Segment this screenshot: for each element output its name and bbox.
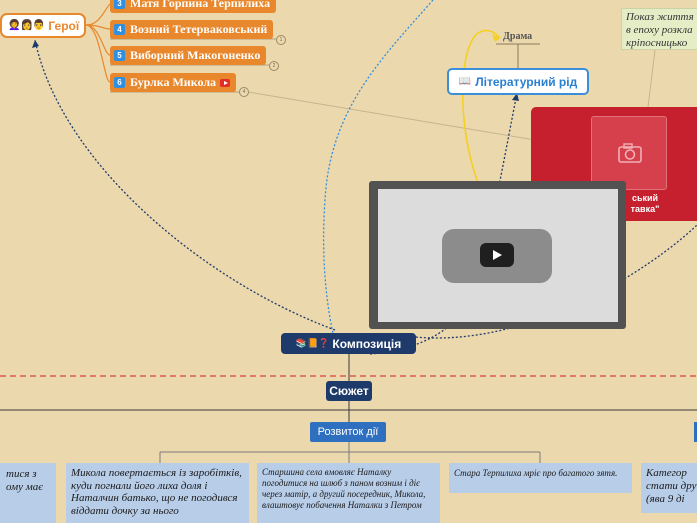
people-icon: 👩‍🦱👩👨 <box>8 20 46 31</box>
plot-card[interactable]: Стара Терпилиха мріє про багатого зятя. <box>449 463 632 493</box>
character-name: Бурлка Микола <box>130 75 217 89</box>
character-node-3[interactable]: 3 Матя Горпина Терпилиха <box>110 0 277 13</box>
card-line: стати дру <box>646 480 697 492</box>
plot-node[interactable]: Сюжет <box>326 381 372 401</box>
image-card-caption: ський тавка" <box>600 193 670 215</box>
number-6-icon: 6 <box>114 77 125 88</box>
composition-node[interactable]: 📚📙❓ Композиція <box>281 333 416 354</box>
plot-card[interactable]: Микола повертається із заробітків, куди … <box>66 463 249 523</box>
literary-genre-label: Літературний рід <box>475 74 578 89</box>
youtube-icon[interactable] <box>220 78 231 87</box>
number-4-icon: 4 <box>114 24 125 35</box>
books-icon: 📚📙❓ <box>295 338 330 348</box>
character-node-6[interactable]: 6 Бурлка Микола <box>110 73 237 92</box>
offscreen-node-edge[interactable] <box>694 422 697 442</box>
caption-line: ський <box>631 193 659 203</box>
card-line: Категор <box>646 467 687 479</box>
plot-card[interactable]: Категор стати дру (ява 9 ді <box>641 463 697 513</box>
camera-icon <box>618 143 642 163</box>
note-line: в епоху розкла <box>626 24 693 36</box>
literary-genre-node[interactable]: 📖 Літературний рід <box>447 68 589 95</box>
note-line: Показ життя <box>626 11 694 23</box>
character-node-5[interactable]: 5 Виборний Макогоненко <box>110 46 267 65</box>
number-5-icon: 5 <box>114 50 125 61</box>
composition-label: Композиція <box>332 336 402 351</box>
note-box[interactable]: Показ життя в епоху розкла кріпосницько <box>621 8 697 50</box>
development-node[interactable]: Розвиток дії <box>310 422 386 442</box>
collapsed-count-badge[interactable]: 1 <box>276 35 286 45</box>
drama-label[interactable]: Драма <box>503 31 533 42</box>
image-placeholder <box>591 116 667 190</box>
plot-card[interactable]: тися з ому має <box>0 463 56 523</box>
heroes-node[interactable]: 👩‍🦱👩👨 Герої <box>0 13 86 38</box>
character-name: Возний Тетерваковський <box>130 22 268 36</box>
number-3-icon: 3 <box>114 0 125 9</box>
plot-card[interactable]: Старшина села вмовляє Наталку погодитися… <box>257 463 440 523</box>
book-icon: 📖 <box>458 76 472 87</box>
collapsed-count-badge[interactable]: 2 <box>269 61 279 71</box>
character-name: Виборний Макогоненко <box>130 48 261 62</box>
youtube-play-icon[interactable] <box>480 243 514 267</box>
heroes-label: Герої <box>48 18 80 33</box>
caption-line: тавка" <box>630 204 660 214</box>
character-name: Матя Горпина Терпилиха <box>130 0 271 10</box>
note-line: кріпосницько <box>626 37 688 49</box>
character-node-4[interactable]: 4 Возний Тетерваковський <box>110 20 274 39</box>
card-line: (ява 9 ді <box>646 493 685 505</box>
collapsed-count-badge[interactable]: 4 <box>239 87 249 97</box>
